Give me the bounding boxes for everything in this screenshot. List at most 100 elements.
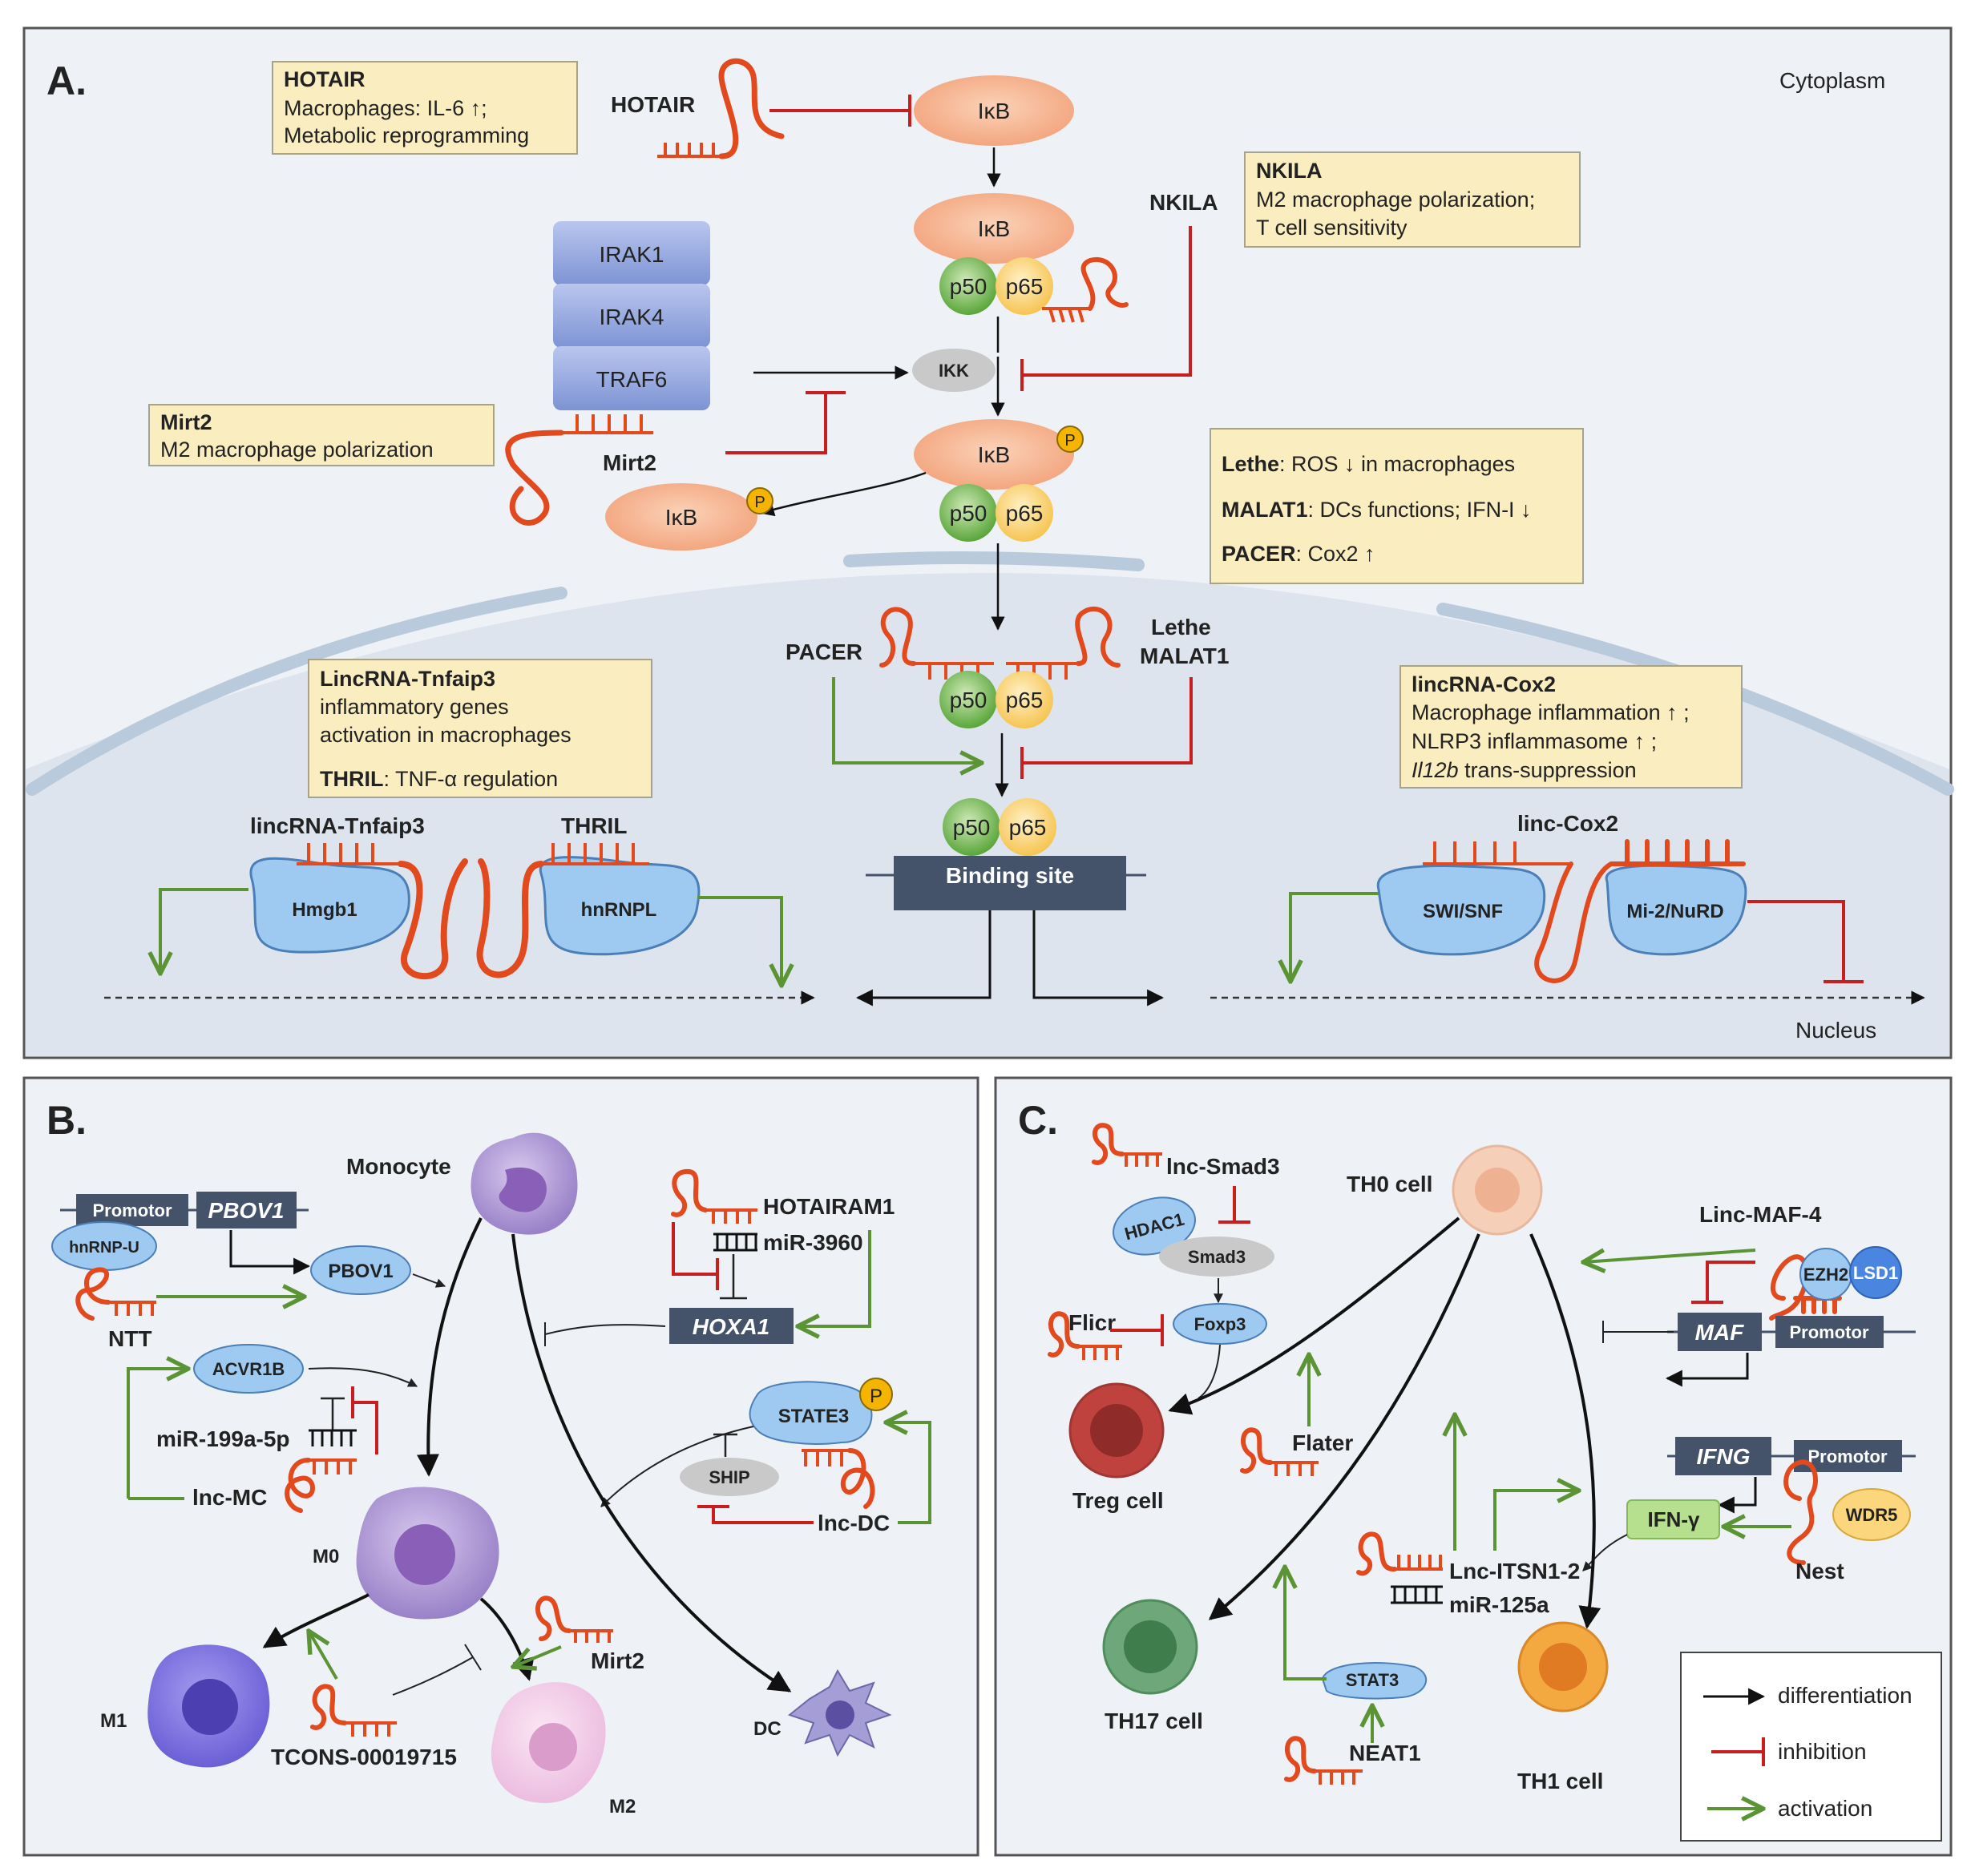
m1-nucleus [182, 1679, 238, 1735]
wdr5-protein [1832, 1488, 1911, 1541]
p50-label: p50 [950, 501, 988, 526]
ikk-protein [912, 349, 996, 392]
hmgb1-activation-arrow [160, 888, 248, 974]
nkila-rna-stem [1042, 307, 1090, 323]
ifng-protein-label: IFN-γ [1648, 1507, 1701, 1531]
mirt2-b-rna-loop [535, 1596, 571, 1641]
tcons-rna-loop [310, 1684, 347, 1730]
lncitsn-label: Lnc-ITSN1-2 [1449, 1559, 1580, 1584]
tnfaip3-rna-loop [398, 858, 468, 980]
hnrnpu-label: hnRNP-U [69, 1239, 139, 1257]
lethe-inhibition-arrow [1020, 677, 1193, 779]
pbov1-gene-label: PBOV1 [208, 1198, 285, 1223]
thril-box-row: THRIL: TNF-α regulation [320, 767, 558, 791]
cox2-rna-loop [1534, 839, 1746, 983]
flicr-rna-loop [1048, 1311, 1080, 1358]
mirt2-box-title: Mirt2 [160, 410, 212, 434]
p50-protein [939, 257, 997, 315]
hoxa1-gene-label: HOXA1 [693, 1314, 769, 1339]
mir199-strand [309, 1429, 357, 1446]
mirt2-inhibition-arrow [725, 391, 846, 454]
p65-protein [996, 671, 1053, 728]
thril-rna-stem [541, 843, 649, 865]
lncdc-state3-activation [886, 1422, 931, 1524]
ship-protein [680, 1458, 779, 1496]
pacer-name: PACER [1222, 542, 1296, 566]
nkila-inhibition-arrow [1020, 226, 1192, 391]
mir199-acvr1b-inhibition [321, 1397, 345, 1430]
phosphate-badge [746, 487, 773, 514]
monocyte-label: Monocyte [346, 1154, 451, 1179]
thril-name: THRIL [320, 767, 383, 791]
thril-label: THRIL [561, 813, 627, 838]
lethe-info-box [1210, 428, 1584, 584]
hmgb1-label: Hmgb1 [292, 899, 357, 921]
pbov1-to-monocyte-arrow [412, 1273, 446, 1288]
phosphate-label: P [1064, 432, 1075, 450]
p50-protein [943, 798, 1000, 856]
foxp3-protein [1173, 1303, 1267, 1345]
flater-rna-stem [1270, 1461, 1319, 1476]
hnrnpl-protein [539, 856, 701, 956]
pbov1-protein [310, 1245, 411, 1295]
pbov1-protein-label: PBOV1 [328, 1261, 393, 1282]
th0-nucleus [1475, 1168, 1520, 1212]
m0-nucleus [394, 1524, 455, 1585]
pbov1-promotor-box [76, 1194, 188, 1226]
p50-label: p50 [953, 815, 991, 840]
p65-label: p65 [1006, 501, 1044, 526]
lncmc-rna-loop [285, 1458, 315, 1513]
lncdc-rna-loop [840, 1448, 875, 1509]
phospho-ikb-protein [914, 419, 1074, 490]
panel-a: A. Cytoplasm Nucleus HOTAIR Macrophages:… [22, 26, 1954, 1059]
hotair-rna-loop [718, 58, 785, 159]
p50-label: p50 [950, 274, 988, 299]
lethe-box-row2: MALAT1: DCs functions; IFN-I ↓ [1222, 498, 1532, 522]
neat1-rna-loop [1284, 1736, 1317, 1782]
legend-differentiation-label: differentiation [1778, 1683, 1912, 1708]
p65-label: p65 [1006, 688, 1044, 712]
panel-c: C. TH0 cell lnc-Smad3 HDAC1 Smad3 Foxp3 … [994, 1076, 1953, 1857]
panel-b: B. Monocyte Promotor PBOV1 hnRNP-U PBOV1… [22, 1076, 979, 1857]
pbov1-gene-box [196, 1192, 297, 1228]
irak4-protein [553, 284, 710, 348]
hnrnpl-activation-arrow [697, 896, 782, 986]
linc-cox2-label: linc-Cox2 [1517, 811, 1618, 836]
th1-nucleus [1539, 1643, 1587, 1691]
ezh2-label: EZH2 [1803, 1265, 1848, 1285]
ifng-to-th1-arrow [1582, 1534, 1628, 1571]
state3-to-dc-arrow [600, 1426, 754, 1507]
flater-rna-loop [1240, 1427, 1273, 1474]
monocyte-to-dc-arrow [511, 1233, 792, 1692]
il12b-gene: Il12b [1412, 758, 1459, 782]
mirt2-b-label: Mirt2 [591, 1648, 644, 1673]
mirt2-rna-loop [505, 430, 564, 526]
cox2-rna-stem-left [1423, 841, 1571, 865]
hotairam1-label: HOTAIRAM1 [763, 1194, 895, 1219]
neat1-rna-stem [1315, 1769, 1363, 1785]
phospho-ikb-label: IκB [978, 442, 1010, 467]
hotair-box-title: HOTAIR [284, 67, 366, 91]
transcription-arrow-left [855, 910, 992, 1007]
phosphate-label: P [870, 1386, 882, 1407]
m2-label: M2 [609, 1796, 636, 1818]
swisnf-label: SWI/SNF [1423, 901, 1503, 922]
malat1-label: MALAT1 [1140, 643, 1229, 668]
nkila-box-line1: M2 macrophage polarization; [1256, 188, 1535, 212]
hotair-box-line2: Metabolic reprogramming [284, 123, 529, 147]
mirt2-m2-activation [513, 1645, 562, 1667]
lncsmad3-label: lnc-Smad3 [1166, 1154, 1280, 1179]
monocyte-to-m0-arrow [416, 1217, 483, 1477]
ikk-label: IKK [939, 361, 969, 381]
panel-a-letter: A. [46, 58, 87, 103]
lncitsn-rna-stem [1395, 1555, 1443, 1571]
phosphate-badge [1056, 426, 1084, 453]
tnfaip3-box-title: LincRNA-Tnfaip3 [320, 667, 495, 691]
ifng-expression-arrow [1717, 1477, 1757, 1514]
mir125-strand [1391, 1585, 1443, 1604]
malat1-effect: : DCs functions; IFN-I ↓ [1308, 498, 1532, 522]
p65-protein [996, 484, 1053, 542]
ikb-label: IκB [978, 99, 1010, 123]
